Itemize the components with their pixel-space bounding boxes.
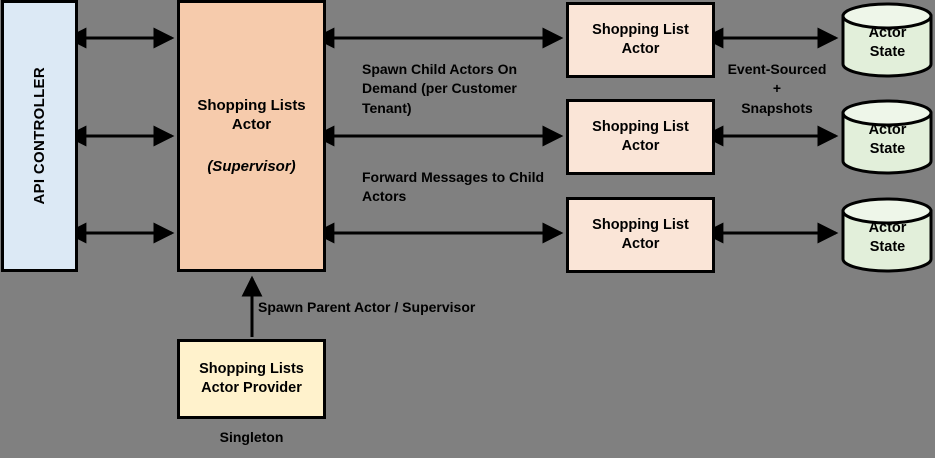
child-actor-1-line1: Shopping List	[592, 22, 689, 39]
edge-label-spawn-child-actors: Spawn Child Actors On Demand (per Custom…	[362, 61, 518, 116]
supervisor-label-line2: Actor	[231, 116, 272, 134]
actor-state-cylinder-3[interactable]: Actor State	[840, 197, 935, 273]
shopping-list-actor-box-2[interactable]: Shopping List Actor	[566, 99, 715, 175]
child-actor-2-line1: Shopping List	[592, 119, 689, 136]
edge-label-event-sourced-line2: +	[772, 80, 782, 97]
actor-state-1-line2: State	[869, 44, 906, 60]
actor-state-cylinder-2[interactable]: Actor State	[840, 99, 935, 175]
actor-state-3-line2: State	[869, 239, 906, 255]
edge-label-event-sourced-line3: Snapshots	[741, 99, 813, 116]
edge-label-event-sourced: Event-Sourced + Snapshots	[722, 60, 832, 118]
shopping-lists-actor-supervisor-box[interactable]: Shopping Lists Actor (Supervisor)	[177, 0, 326, 272]
actor-state-cylinder-1[interactable]: Actor State	[840, 2, 935, 78]
child-actor-2-line2: Actor	[621, 138, 660, 154]
actor-state-1-label: Actor State	[840, 2, 935, 78]
supervisor-role-label: (Supervisor)	[207, 157, 296, 175]
edge-label-spawn-parent-actor: Spawn Parent Actor / Supervisor	[258, 299, 476, 315]
shopping-list-actor-box-1[interactable]: Shopping List Actor	[566, 2, 715, 78]
child-actor-1-line2: Actor	[621, 41, 660, 57]
edge-label-event-sourced-line1: Event-Sourced	[727, 61, 827, 77]
actor-state-3-line1: Actor	[868, 220, 907, 237]
actor-state-2-line1: Actor	[868, 122, 907, 139]
provider-label-line1: Shopping Lists	[199, 361, 304, 378]
shopping-lists-actor-provider-box[interactable]: Shopping Lists Actor Provider	[177, 339, 326, 419]
shopping-list-actor-box-3[interactable]: Shopping List Actor	[566, 197, 715, 273]
child-actor-3-line2: Actor	[621, 236, 660, 252]
actor-state-2-label: Actor State	[840, 99, 935, 175]
actor-state-1-line1: Actor	[868, 25, 907, 42]
supervisor-label-line1: Shopping Lists	[197, 97, 306, 115]
database-cylinder-icon	[841, 99, 933, 175]
api-controller-box[interactable]: API CONTROLLER	[1, 0, 78, 272]
provider-singleton-caption: Singleton	[219, 429, 284, 445]
database-cylinder-icon	[841, 197, 933, 273]
edge-label-forward-messages: Forward Messages to Child Actors	[362, 169, 545, 205]
child-actor-3-line1: Shopping List	[592, 217, 689, 234]
database-cylinder-icon	[841, 2, 933, 78]
actor-state-3-label: Actor State	[840, 197, 935, 273]
provider-label-line2: Actor Provider	[201, 380, 302, 396]
api-controller-label: API CONTROLLER	[30, 67, 48, 205]
actor-state-2-line2: State	[869, 141, 906, 157]
